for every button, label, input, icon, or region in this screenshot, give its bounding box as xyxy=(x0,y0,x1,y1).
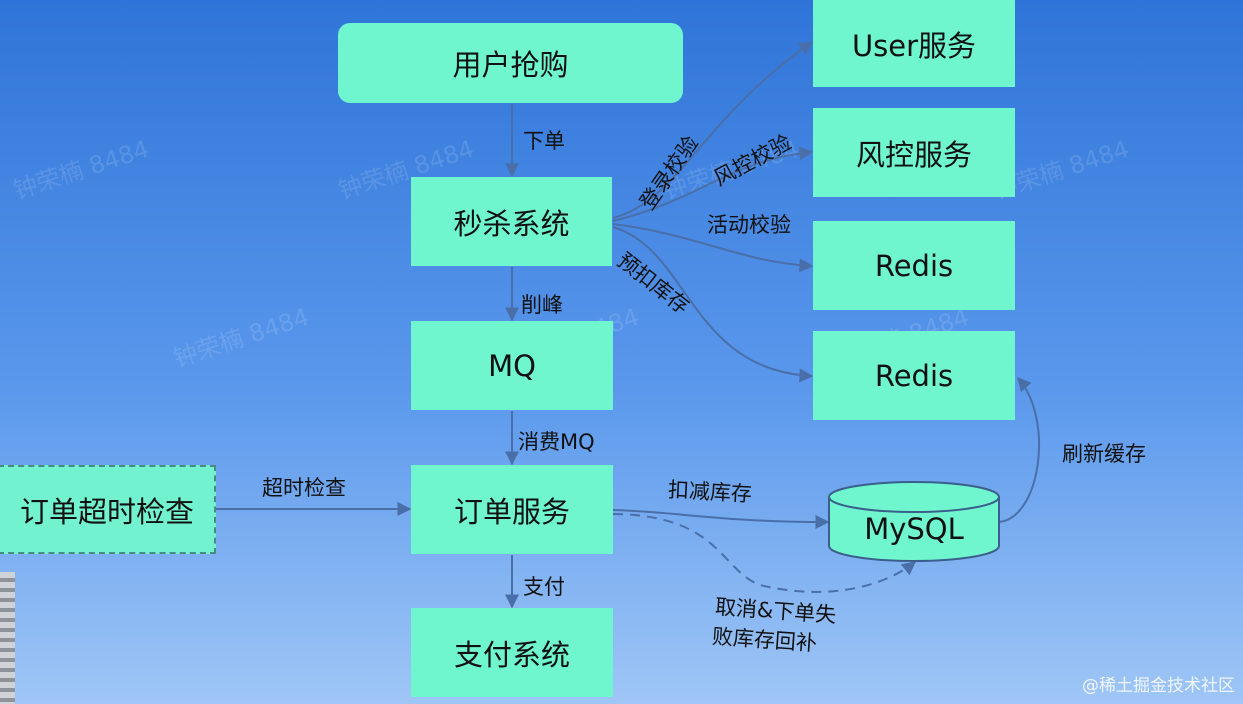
label-refresh-cache: 刷新缓存 xyxy=(1062,442,1146,466)
arrow-pre-deduct xyxy=(612,226,814,383)
arrow-refresh-cache xyxy=(997,376,1041,523)
order-service-node: 订单服务 xyxy=(411,465,613,554)
label-activity-check: 活动校验 xyxy=(707,213,791,237)
mysql-cylinder xyxy=(828,481,1000,562)
credit-watermark: @稀土掘金技术社区 xyxy=(1082,676,1235,696)
risk-service-node: 风控服务 xyxy=(813,108,1015,197)
label-timeout-check: 超时检查 xyxy=(262,476,346,500)
arrow-restock xyxy=(612,513,917,593)
mq-node: MQ xyxy=(411,321,613,410)
label-peak-shaving: 削峰 xyxy=(521,293,563,317)
label-deduct-stock: 扣减库存 xyxy=(667,477,753,507)
label-place-order: 下单 xyxy=(523,129,565,153)
user-purchase-node: 用户抢购 xyxy=(338,23,683,103)
redis-stock-node: Redis xyxy=(813,331,1015,420)
payment-system-node: 支付系统 xyxy=(411,608,613,697)
arrow-risk-check xyxy=(612,146,814,222)
thumbnail-fragment xyxy=(0,572,15,704)
label-pay: 支付 xyxy=(523,575,565,599)
user-service-node: User服务 xyxy=(813,0,1015,87)
arrow-login-check xyxy=(612,41,814,219)
label-consume-mq: 消费MQ xyxy=(518,430,595,454)
arrow-activity-check xyxy=(612,223,814,273)
order-timeout-check-node: 订单超时检查 xyxy=(0,465,216,554)
redis-activity-node: Redis xyxy=(813,221,1015,310)
mysql-label: MySQL xyxy=(864,512,964,546)
arrow-deduct-stock xyxy=(612,509,830,529)
seckill-system-node: 秒杀系统 xyxy=(411,177,612,266)
